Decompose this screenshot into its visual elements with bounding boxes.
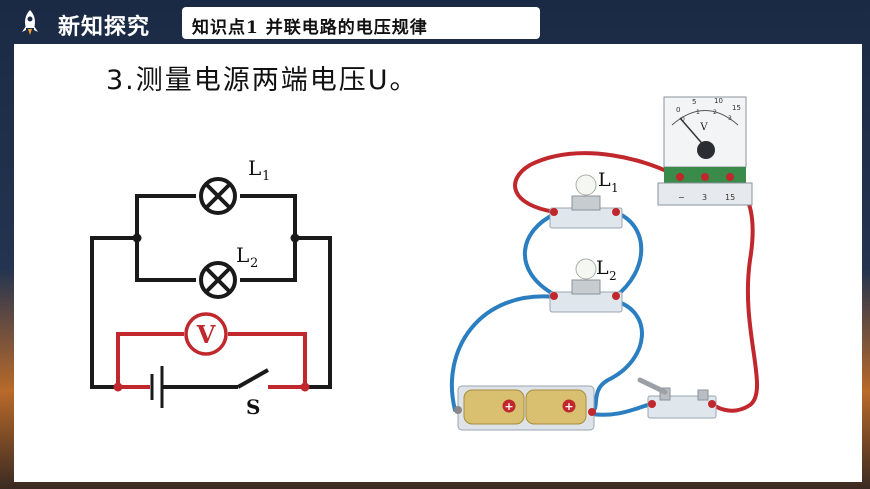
lamp-l1-subscript: 1 [262,169,270,184]
circuit-illustration: L 1 L 2 V 0 5 10 15 0 1 2 [449,96,759,431]
junction-dot [300,382,310,392]
meter-terminal-15: 15 [725,193,735,202]
blue-wires [449,210,654,417]
meter-terminal-minus: − [678,193,685,202]
meter-scale-top-5: 5 [692,98,696,106]
header-bar: 新知探究 知识点1 并联电路的电压规律 [0,0,870,44]
lamp-l2-label: L [236,243,249,267]
meter-scale-bottom-2: 2 [713,109,717,116]
lamp-l1-symbol [199,177,237,215]
switch-label: S [246,395,260,419]
lamp-l2-board [549,258,623,313]
voltmeter-device [657,96,753,206]
lamp-l2-symbol [199,261,237,299]
junction-dot [113,382,123,392]
photo-lamp-l2-subscript: 2 [609,269,617,283]
photo-lamp-l1-label: L [598,169,611,191]
junction-dot [132,233,142,243]
battery-plus-1: + [504,400,513,413]
meter-scale-top-15: 15 [732,104,741,112]
meter-scale-bottom-0: 0 [681,116,685,123]
meter-scale-bottom-3: 3 [728,115,732,122]
battery-symbol [150,366,164,408]
page-title: 3.测量电源两端电压U。 [106,65,419,96]
switch-symbol [237,368,269,389]
photo-lamp-l2-label: L [596,257,609,279]
voltmeter-symbol [184,312,228,356]
battery-pack [454,385,596,431]
photo-lamp-l1-subscript: 1 [611,181,619,195]
junction-dot [290,233,300,243]
meter-terminal-3: 3 [702,193,707,202]
section-subtitle: 知识点1 并联电路的电压规律 [192,18,428,38]
knife-switch [637,377,717,419]
battery-plus-2: + [564,400,573,413]
voltmeter-wires [116,332,307,389]
meter-unit-label: V [699,122,708,133]
meter-scale-top-0: 0 [676,106,680,114]
lamp-l1-board [549,174,623,229]
circuit-schematic: L 1 L 2 V S [90,156,332,419]
voltmeter-label: V [196,320,216,349]
lamp-l1-label: L [248,156,261,180]
section-title: 新知探究 [58,15,151,40]
lamp-l2-subscript: 2 [250,256,258,271]
rocket-icon [22,10,38,35]
meter-scale-top-10: 10 [714,97,723,105]
meter-scale-bottom-1: 1 [696,109,700,116]
subtitle-pill [182,7,540,39]
